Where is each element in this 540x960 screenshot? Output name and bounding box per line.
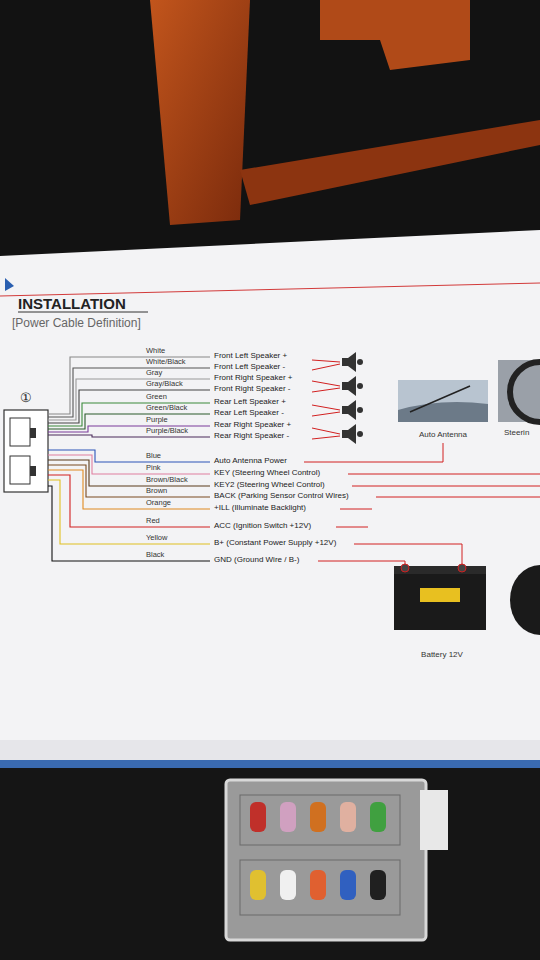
figure-caption: Steerin <box>504 429 537 438</box>
wire-function: Rear Left Speaker - <box>214 409 284 418</box>
wire-function: +ILL (Illuminate Backlight) <box>214 504 306 513</box>
wire-color-name: Brown/Black <box>146 476 188 484</box>
image-label-box: Steerin <box>496 358 537 438</box>
harness-wires <box>48 357 210 561</box>
paper <box>0 230 540 760</box>
harness-plug-clip <box>420 790 448 850</box>
wire-color-name: Yellow <box>146 534 167 542</box>
wire-function: KEY (Steering Wheel Control) <box>214 469 320 478</box>
wire-color-name: Brown <box>146 487 167 495</box>
figure-caption: Battery 12V <box>392 651 492 660</box>
wire-function: Auto Antenna Power <box>214 457 287 466</box>
wire-color-name: Black <box>146 551 164 559</box>
wire-function: Front Left Speaker - <box>214 363 285 372</box>
connector-latch <box>30 428 36 438</box>
wire-color-name: Purple <box>146 416 168 424</box>
battery-terminal <box>401 564 409 572</box>
wire-color-name: Blue <box>146 452 161 460</box>
wire-color-name: Pink <box>146 464 161 472</box>
speaker-icons <box>342 352 363 444</box>
header-rule <box>0 283 540 296</box>
image-label-box: Battery 12V <box>392 560 492 660</box>
wire-function: Rear Right Speaker + <box>214 421 291 430</box>
subtitle: [Power Cable Definition] <box>12 317 141 330</box>
battery-terminal <box>458 564 466 572</box>
plug-wire-end <box>340 870 356 900</box>
wire-color-name: White/Black <box>146 358 186 366</box>
wire-color-name: Green <box>146 393 167 401</box>
antenna-photo <box>398 380 488 422</box>
wire-color-name: Red <box>146 517 160 525</box>
connector-body <box>4 410 48 492</box>
partial-figure <box>510 565 540 635</box>
page-title: INSTALLATION <box>18 296 126 313</box>
plug-wire-end <box>310 802 326 832</box>
wire-function: ACC (Ignition Switch +12V) <box>214 522 311 531</box>
figure-caption: Auto Antenna <box>398 431 488 440</box>
wire-function: Front Right Speaker - <box>214 385 290 394</box>
wire-function: Front Left Speaker + <box>214 352 287 361</box>
signal-leaders <box>304 443 540 566</box>
orange-shape <box>150 0 250 225</box>
battery-body <box>394 572 486 630</box>
wire-function: Front Right Speaker + <box>214 374 292 383</box>
wire-function: BACK (Parking Sensor Control Wires) <box>214 492 349 501</box>
plug-wire-ends <box>250 802 386 900</box>
battery-sticker <box>420 588 460 602</box>
callout-number: ① <box>20 391 32 405</box>
plug-wire-end <box>370 802 386 832</box>
plug-wire-end <box>250 870 266 900</box>
steering-wheel <box>510 362 540 422</box>
header-icon <box>5 278 14 291</box>
photo-ground <box>0 760 540 960</box>
speaker-leaders <box>312 360 340 439</box>
paper-edge <box>0 740 540 760</box>
plug-wire-end <box>370 870 386 900</box>
wire-function: KEY2 (Steering Wheel Control) <box>214 481 325 490</box>
plug-wire-end <box>280 870 296 900</box>
photo-ground <box>0 760 540 768</box>
plug-wire-end <box>250 802 266 832</box>
backdrop <box>0 0 540 250</box>
wire-function: Rear Left Speaker + <box>214 398 286 407</box>
orange-shape <box>240 120 540 205</box>
wire-color-name: Green/Black <box>146 404 187 412</box>
connector-slot <box>10 418 30 446</box>
wire-color-name: Gray <box>146 369 162 377</box>
connector-latch <box>30 466 36 476</box>
plug-wire-end <box>340 802 356 832</box>
plug-wire-end <box>280 802 296 832</box>
orange-shape <box>320 0 470 70</box>
harness-plug <box>226 780 426 940</box>
antenna-rod <box>410 386 470 412</box>
plug-row <box>240 860 400 915</box>
plug-wire-end <box>310 870 326 900</box>
wire-function: GND (Ground Wire / B-) <box>214 556 299 565</box>
plug-row <box>240 795 400 845</box>
wire-color-name: Purple/Black <box>146 427 188 435</box>
image-label-box: Auto Antenna <box>398 378 488 440</box>
wire-color-name: Gray/Black <box>146 380 183 388</box>
wire-color-name: Orange <box>146 499 171 507</box>
wire-color-name: White <box>146 347 165 355</box>
wire-function: B+ (Constant Power Supply +12V) <box>214 539 336 548</box>
connector-slot <box>10 456 30 484</box>
wire-function: Rear Right Speaker - <box>214 432 289 441</box>
